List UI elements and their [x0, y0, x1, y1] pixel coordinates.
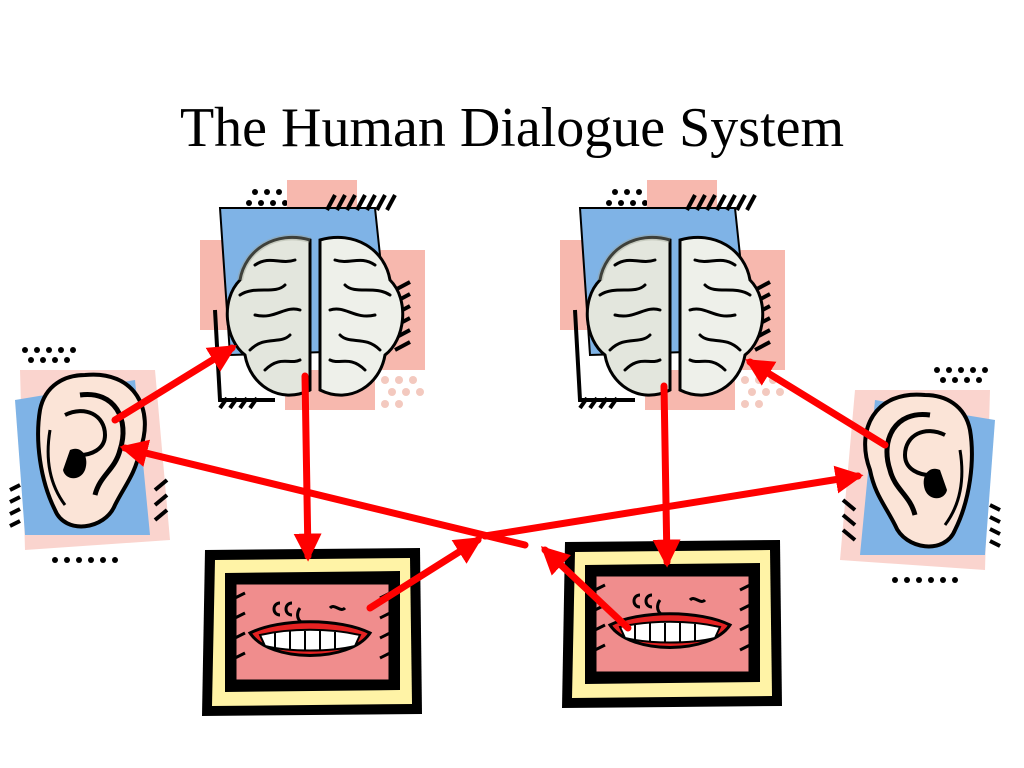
arrow-right-mouth-to-crossing	[540, 546, 632, 632]
arrow-left-mouth-to-right-ear	[366, 536, 483, 612]
brain-icon	[200, 180, 425, 410]
slide-title: The Human Dialogue System	[179, 97, 845, 159]
arrow-crossing-to-right-ear	[481, 465, 864, 540]
arrow-right-brain-to-right-mouth	[652, 382, 681, 568]
mouth-icon	[560, 538, 784, 710]
ear-icon	[840, 367, 1000, 583]
arrow-crossing-to-left-ear	[119, 439, 529, 549]
mouth-icon	[200, 546, 424, 718]
arrow-left-brain-to-left-mouth	[293, 372, 322, 562]
brain-icon	[560, 180, 785, 410]
arrow-left-ear-to-left-brain	[111, 344, 237, 424]
arrow-right-ear-to-right-brain	[745, 358, 889, 449]
